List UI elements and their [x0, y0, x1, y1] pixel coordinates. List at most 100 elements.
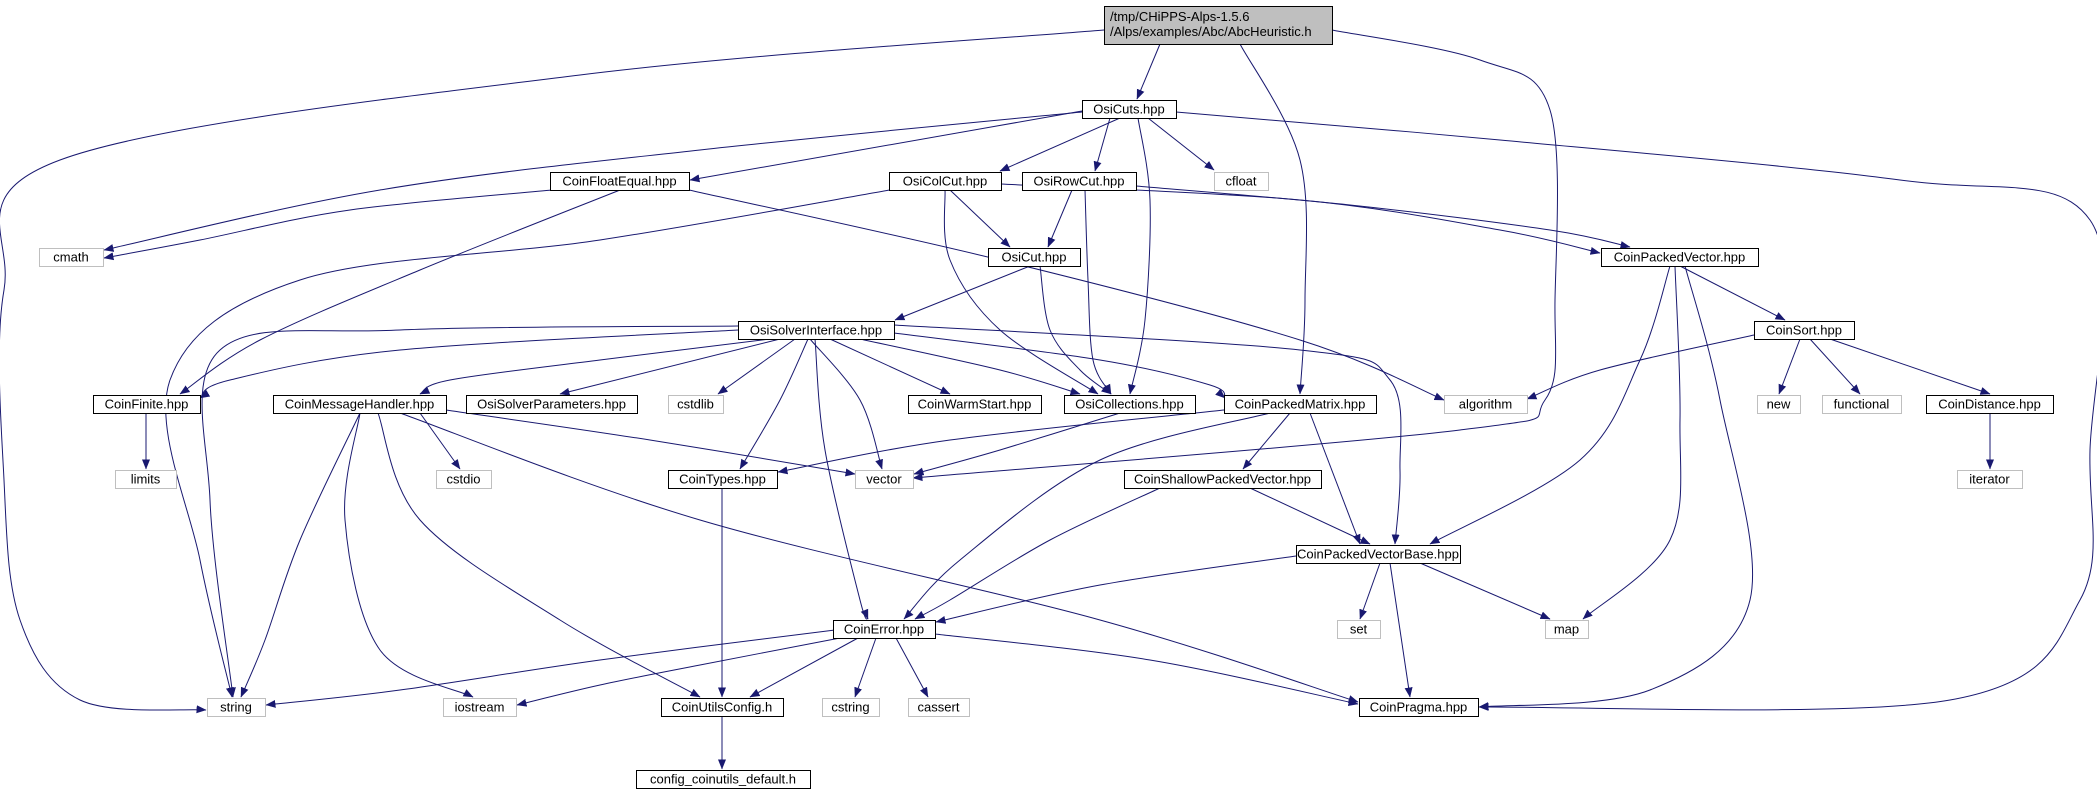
edge-osisolverinterface-to-string: [201, 325, 739, 698]
node-label-coinshallowpackedvector: CoinShallowPackedVector.hpp: [1134, 472, 1311, 487]
edge-coinerror-to-coinutilsconfig: [749, 637, 859, 698]
node-coinfinite[interactable]: CoinFinite.hpp: [93, 395, 201, 414]
edge-coinerror-to-iostream: [516, 637, 841, 707]
node-new: new: [1757, 395, 1801, 414]
node-box-osisolverinterface: [738, 321, 895, 340]
node-box-osicollections: [1064, 395, 1196, 414]
node-osicolcut[interactable]: OsiColCut.hpp: [889, 172, 1002, 191]
node-label-root-line-2: /Alps/examples/Abc/AbcHeuristic.h: [1110, 24, 1312, 39]
node-iostream: iostream: [443, 698, 517, 717]
node-box-coindistance: [1926, 395, 2054, 414]
edge-osicolcut-to-osicollections: [943, 189, 1099, 395]
edge-root-to-coinpackedmatrix: [1239, 43, 1308, 395]
edge-osicuts-to-coinfloatequal: [689, 110, 1083, 183]
node-box-cstdlib: [668, 395, 724, 414]
node-box-coinsort: [1754, 321, 1855, 340]
node-osisolverparameters[interactable]: OsiSolverParameters.hpp: [466, 395, 638, 414]
node-cointypes[interactable]: CoinTypes.hpp: [668, 470, 778, 489]
node-label-coinpragma: CoinPragma.hpp: [1370, 700, 1468, 715]
node-osicollections[interactable]: OsiCollections.hpp: [1064, 395, 1196, 414]
edge-osicuts-to-osicolcut: [999, 117, 1121, 172]
node-coinerror[interactable]: CoinError.hpp: [833, 620, 936, 639]
node-coinsort[interactable]: CoinSort.hpp: [1754, 321, 1855, 340]
node-coinpragma[interactable]: CoinPragma.hpp: [1359, 698, 1479, 717]
edge-osicuts-to-cmath: [103, 111, 1083, 252]
node-box-cstring: [822, 698, 880, 717]
edge-coinshallowpackedvector-to-coinpackedvectorbase: [1249, 487, 1371, 545]
node-coinmessagehandler[interactable]: CoinMessageHandler.hpp: [273, 395, 447, 414]
edge-coinpackedvectorbase-to-coinerror: [935, 555, 1297, 624]
node-box-cassert: [908, 698, 970, 717]
edge-coinmessagehandler-to-coinutilsconfig: [377, 412, 701, 698]
edge-coinpackedmatrix-to-coinshallowpackedvector: [1242, 412, 1291, 470]
edge-osisolverinterface-to-coinwarmstart: [829, 338, 951, 395]
node-functional: functional: [1822, 395, 1902, 414]
edge-coinfloatequal-to-cmath: [103, 189, 553, 261]
node-label-string: string: [220, 700, 252, 715]
edge-coinerror-to-coinpragma: [934, 633, 1359, 706]
edge-coinpackedmatrix-to-coinpackedvectorbase: [1309, 412, 1361, 545]
edge-osicolcut-to-osicut: [949, 189, 1011, 248]
node-osirowcut[interactable]: OsiRowCut.hpp: [1022, 172, 1137, 191]
edge-root-to-osicuts: [1136, 43, 1161, 100]
node-coinfloatequal[interactable]: CoinFloatEqual.hpp: [550, 172, 690, 191]
node-config_default[interactable]: config_coinutils_default.h: [636, 770, 811, 789]
node-label-cointypes: CoinTypes.hpp: [679, 472, 766, 487]
node-label-cstdio: cstdio: [447, 472, 481, 487]
node-coinpackedvector[interactable]: CoinPackedVector.hpp: [1601, 248, 1759, 267]
node-box-coinpragma: [1359, 698, 1479, 717]
edge-osicuts-to-cfloat: [1147, 117, 1215, 171]
edge-osisolverinterface-to-vector: [809, 338, 883, 470]
edge-coinshallowpackedvector-to-coinerror: [914, 487, 1161, 620]
node-osicut[interactable]: OsiCut.hpp: [988, 248, 1081, 267]
node-iterator: iterator: [1957, 470, 2023, 489]
node-box-root: [1104, 6, 1333, 45]
edge-osicuts-to-osirowcut: [1093, 117, 1111, 172]
edge-osicolcut-to-string: [165, 189, 891, 698]
edge-root-to-string: [0, 29, 1105, 714]
node-box-config_default: [636, 770, 811, 789]
node-box-osicut: [988, 248, 1081, 267]
node-label-coinpackedmatrix: CoinPackedMatrix.hpp: [1235, 397, 1366, 412]
node-coinwarmstart[interactable]: CoinWarmStart.hpp: [908, 395, 1042, 414]
node-osisolverinterface[interactable]: OsiSolverInterface.hpp: [738, 321, 895, 340]
edge-coinsort-to-functional: [1809, 338, 1861, 395]
node-label-cfloat: cfloat: [1225, 174, 1256, 189]
edge-coinpackedvector-to-coinpragma: [1478, 265, 1754, 711]
node-label-coinfinite: CoinFinite.hpp: [105, 397, 189, 412]
edge-coinpackedmatrix-to-cointypes: [777, 409, 1225, 475]
node-coinshallowpackedvector[interactable]: CoinShallowPackedVector.hpp: [1124, 470, 1322, 489]
edge-osicolcut-to-coinpackedvector: [1000, 183, 1601, 255]
edge-coinsort-to-algorithm: [1526, 334, 1755, 400]
edge-root-to-vector: [912, 29, 1558, 482]
edge-osisolverinterface-to-cointypes: [739, 338, 809, 470]
node-coinpackedmatrix[interactable]: CoinPackedMatrix.hpp: [1224, 395, 1377, 414]
node-coinpackedvectorbase[interactable]: CoinPackedVectorBase.hpp: [1296, 545, 1461, 564]
node-label-cstring: cstring: [831, 700, 869, 715]
node-coinutilsconfig[interactable]: CoinUtilsConfig.h: [661, 698, 784, 717]
node-box-new: [1757, 395, 1801, 414]
node-osicuts[interactable]: OsiCuts.hpp: [1082, 100, 1177, 119]
edge-osirowcut-to-osicollections: [1084, 189, 1112, 395]
node-label-coinerror: CoinError.hpp: [844, 622, 924, 637]
node-label-coinwarmstart: CoinWarmStart.hpp: [918, 397, 1032, 412]
node-box-map: [1545, 620, 1589, 639]
node-coindistance[interactable]: CoinDistance.hpp: [1926, 395, 2054, 414]
node-box-coinutilsconfig: [661, 698, 784, 717]
node-box-limits: [115, 470, 177, 489]
node-box-coinshallowpackedvector: [1124, 470, 1322, 489]
node-box-osisolverparameters: [466, 395, 638, 414]
node-map: map: [1545, 620, 1589, 639]
node-label-cstdlib: cstdlib: [677, 397, 714, 412]
node-box-coinfinite: [93, 395, 201, 414]
node-box-coinfloatequal: [550, 172, 690, 191]
node-label-map: map: [1554, 622, 1579, 637]
edge-coinerror-to-string: [265, 629, 836, 708]
node-box-cointypes: [668, 470, 778, 489]
node-box-osirowcut: [1022, 172, 1137, 191]
node-root[interactable]: /tmp/CHiPPS-Alps-1.5.6/Alps/examples/Abc…: [1104, 6, 1333, 45]
node-vector: vector: [855, 470, 914, 489]
node-box-osicolcut: [889, 172, 1002, 191]
edge-coinsort-to-coindistance: [1829, 338, 1991, 395]
